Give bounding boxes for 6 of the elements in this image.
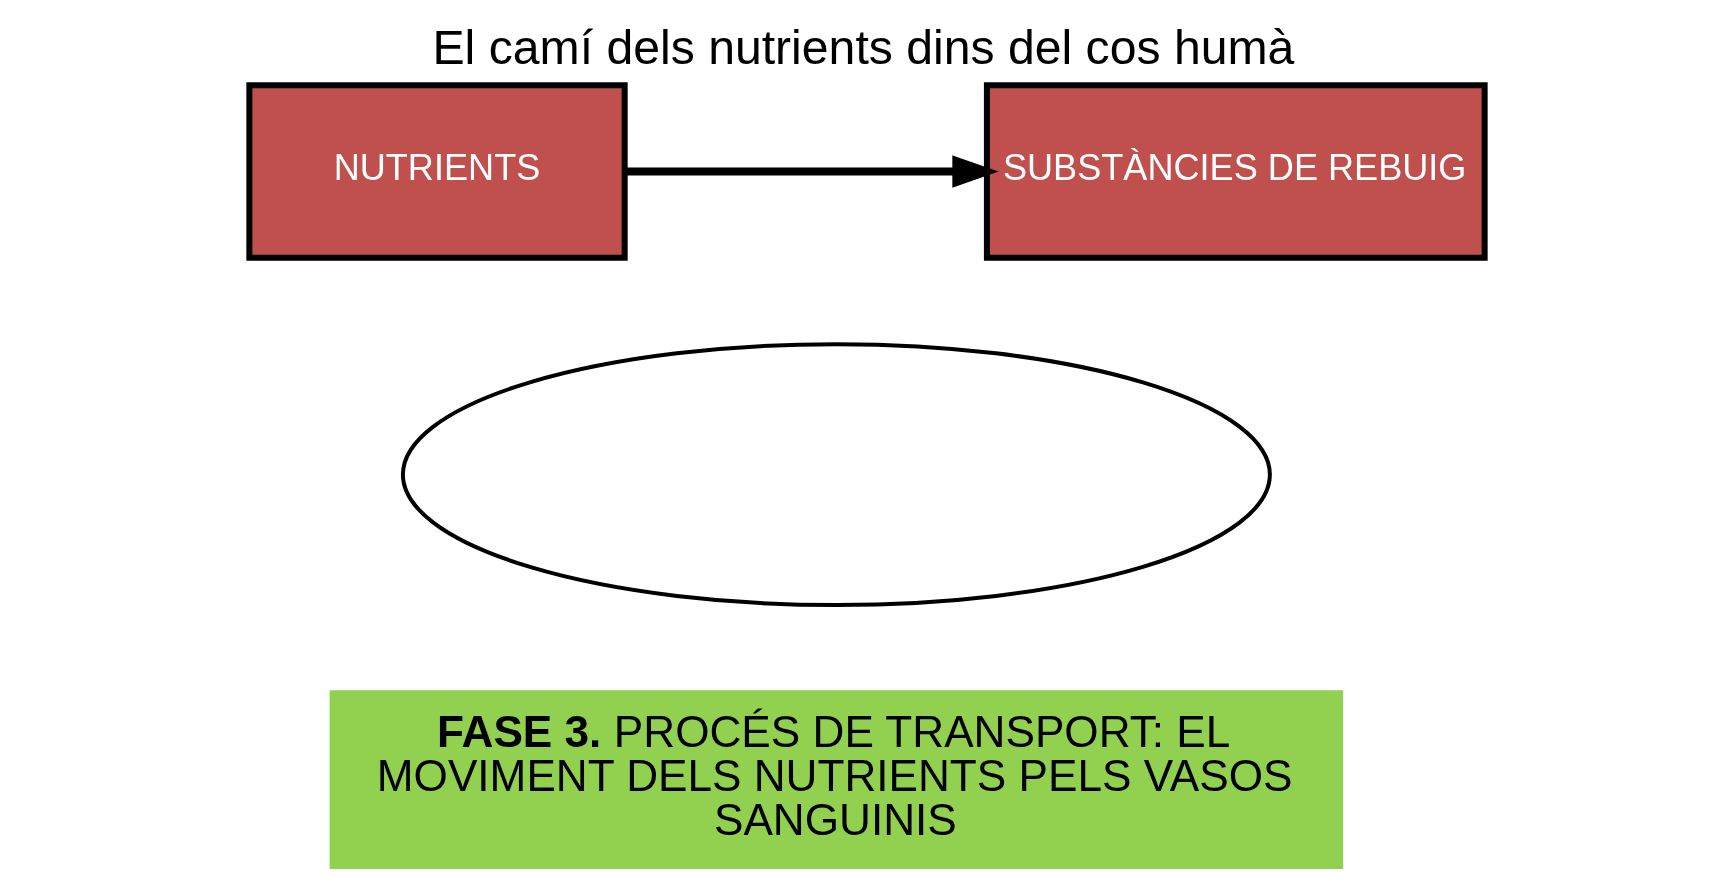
node-box: SUBSTÀNCIES DE REBUIG: [983, 81, 1488, 261]
node-ellipse: [400, 341, 1272, 607]
node-box: NUTRIENTS: [246, 81, 628, 261]
arrow: [625, 154, 999, 188]
node-box: FASE 3. PROCÉS DE TRANSPORT: EL MOVIMENT DELS NUTRIENTS PELS VASOS SANGUINIS: [329, 689, 1344, 869]
diagram-title: El camí dels nutrients dins del cos humà: [432, 19, 1295, 74]
